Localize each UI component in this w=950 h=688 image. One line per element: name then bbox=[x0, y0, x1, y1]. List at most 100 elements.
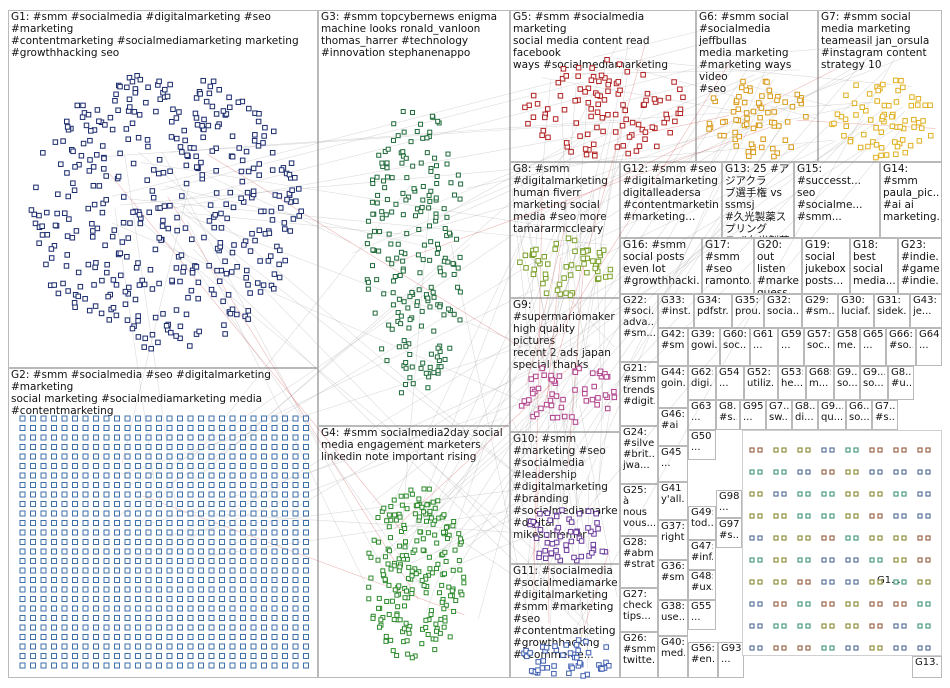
cluster-g64[interactable]: G64 ... bbox=[916, 328, 942, 366]
cluster-g58[interactable]: G58: me... bbox=[834, 328, 860, 366]
cluster-g59[interactable]: G59 ... bbox=[778, 328, 804, 366]
cluster-g32[interactable]: G32: socia... bbox=[764, 294, 802, 328]
cluster-g14[interactable]: G14: #smm paula_pic... #ai ai marketing.… bbox=[880, 162, 942, 238]
cluster-label: G37: right... bbox=[661, 521, 685, 543]
cluster-g34[interactable]: G34: pdfstr... bbox=[694, 294, 732, 328]
cluster-g8[interactable]: G8: #smm #digitalmarketing human fiverr … bbox=[510, 162, 620, 298]
cluster-g5[interactable]: G5: #smm #socialmedia marketing social m… bbox=[510, 10, 696, 162]
cluster-g9c[interactable]: G9... so... bbox=[860, 366, 888, 400]
cluster-g9[interactable]: G9: #supermariomaker high quality pictur… bbox=[510, 298, 620, 432]
cluster-label: G8... #u... bbox=[891, 367, 911, 389]
cluster-g55[interactable]: G55 ... bbox=[688, 600, 716, 630]
cluster-label: G1... bbox=[877, 575, 901, 586]
cluster-g41[interactable]: G41 y'all... bbox=[658, 482, 688, 520]
cluster-g28[interactable]: G28: #abm #strat... bbox=[620, 536, 658, 588]
cluster-g9b[interactable]: G9... so... bbox=[834, 366, 860, 400]
cluster-g52[interactable]: G52: utiliz... bbox=[744, 366, 778, 400]
cluster-g2[interactable]: G2: #smm #socialmedia #seo #digitalmarke… bbox=[8, 368, 318, 678]
cluster-g63[interactable]: G63 ... bbox=[688, 400, 716, 430]
cluster-label: G47: #inf... bbox=[691, 541, 713, 563]
cluster-label: G49: tod... bbox=[691, 507, 713, 529]
cluster-g8c[interactable]: G8... #s... bbox=[716, 400, 740, 430]
cluster-g7b[interactable]: G7... sw... bbox=[766, 400, 792, 430]
cluster-g36[interactable]: G36: #sm... bbox=[658, 560, 688, 600]
cluster-g7c[interactable]: G7... #s... bbox=[872, 400, 898, 430]
cluster-g10[interactable]: G10: #smm #marketing #seo #socialmedia #… bbox=[510, 432, 620, 564]
cluster-label: G62: digi... bbox=[691, 367, 713, 389]
cluster-g4[interactable]: G4: #smm socialmedia2day social media en… bbox=[318, 426, 510, 678]
cluster-g21[interactable]: G21: #smm trends #digit... bbox=[620, 362, 658, 426]
cluster-g56[interactable]: G56: #en... bbox=[688, 642, 718, 678]
cluster-g45[interactable]: G45 ... bbox=[658, 446, 688, 482]
cluster-label: G15: #successt... seo #socialme... #smm.… bbox=[797, 163, 863, 223]
cluster-g97[interactable]: G97 #s... bbox=[716, 518, 742, 548]
cluster-label: G38: use... bbox=[661, 601, 685, 623]
cluster-g50[interactable]: G50 ... bbox=[688, 430, 716, 460]
cluster-g29[interactable]: G29: #sm... bbox=[802, 294, 838, 328]
cluster-g61[interactable]: G61 ... bbox=[750, 328, 778, 366]
cluster-g12[interactable]: G12: #smm #seo #digitalmarketing digital… bbox=[620, 162, 722, 238]
cluster-g65[interactable]: G65 ... bbox=[860, 328, 886, 366]
cluster-g22[interactable]: G22: #soci... adva... #sm... bbox=[620, 294, 658, 362]
cluster-g20[interactable]: G20: out listen #marke... guess... bbox=[754, 238, 802, 294]
cluster-g30[interactable]: G30: luciaf... bbox=[838, 294, 874, 328]
cluster-g43[interactable]: G43: je... bbox=[910, 294, 942, 328]
cluster-label: G17: #smm #seo ramonto... bbox=[705, 239, 751, 287]
cluster-g95[interactable]: G95 ... bbox=[740, 400, 766, 430]
cluster-g66[interactable]: G66: #so... bbox=[886, 328, 916, 366]
cluster-g1[interactable]: G1: #smm #socialmedia #digitalmarketing … bbox=[8, 10, 318, 368]
cluster-g13[interactable]: G13: 25 #アジアクラ ブ選手権 vs ssmsj #久光製薬スプリング … bbox=[722, 162, 794, 238]
cluster-g39[interactable]: G39: gowi... bbox=[688, 328, 720, 366]
cluster-g68[interactable]: G68: m... bbox=[806, 366, 834, 400]
cluster-g98[interactable]: G98 ... bbox=[716, 490, 742, 518]
cluster-g18[interactable]: G18: best social media... bbox=[850, 238, 898, 294]
cluster-label: G35: prou... bbox=[735, 295, 761, 317]
cluster-g23[interactable]: G23: #indie... #game... #indie... bbox=[898, 238, 942, 294]
cluster-g8b[interactable]: G8... #u... bbox=[888, 366, 914, 400]
cluster-g44[interactable]: G44: goin... bbox=[658, 366, 688, 408]
cluster-label: G24: #silver #brit... jwa... bbox=[623, 427, 655, 471]
cluster-g93[interactable]: G93 ... bbox=[718, 642, 744, 678]
cluster-label: G10: #smm #marketing #seo #socialmedia #… bbox=[513, 433, 617, 541]
cluster-g35[interactable]: G35: prou... bbox=[732, 294, 764, 328]
cluster-g49[interactable]: G49: tod... bbox=[688, 506, 716, 540]
cluster-label: G29: #sm... bbox=[805, 295, 835, 317]
cluster-g13x[interactable]: G13... bbox=[912, 656, 942, 678]
cluster-g40[interactable]: G40: med... bbox=[658, 636, 688, 678]
cluster-label: G7... sw... bbox=[769, 401, 789, 423]
cluster-g53[interactable]: G53: he... bbox=[778, 366, 806, 400]
cluster-g26[interactable]: G26: #smm twitte... bbox=[620, 632, 658, 678]
cluster-g6[interactable]: G6: #smm social #socialmedia jeffbullas … bbox=[696, 10, 818, 162]
cluster-g48[interactable]: G48: #ux... bbox=[688, 570, 716, 600]
cluster-g25[interactable]: G25: à nous vous... bbox=[620, 484, 658, 536]
cluster-label: G68: m... bbox=[809, 367, 831, 389]
cluster-g17[interactable]: G17: #smm #seo ramonto... bbox=[702, 238, 754, 294]
cluster-g11[interactable]: G11: #socialmedia #socialmediamarke... #… bbox=[510, 564, 620, 678]
cluster-g46[interactable]: G46: #ai bbox=[658, 408, 688, 446]
cluster-label: G14: #smm paula_pic... #ai ai marketing.… bbox=[883, 163, 939, 223]
cluster-g8d[interactable]: G8... di... bbox=[792, 400, 818, 430]
cluster-g60[interactable]: G60: soc... bbox=[720, 328, 750, 366]
cluster-g42[interactable]: G42: #sm... bbox=[658, 328, 688, 366]
cluster-g38[interactable]: G38: use... bbox=[658, 600, 688, 636]
cluster-label: G60: soc... bbox=[723, 329, 747, 351]
cluster-g9d[interactable]: G9... qu... bbox=[818, 400, 846, 430]
cluster-g3[interactable]: G3: #smm topcybernews enigma machine loo… bbox=[318, 10, 510, 426]
cluster-g19[interactable]: G19: social jukebox posts... bbox=[802, 238, 850, 294]
cluster-g27[interactable]: G27: check tips... bbox=[620, 588, 658, 632]
cluster-label: G22: #soci... adva... #sm... bbox=[623, 295, 655, 339]
cluster-label: G54 ... bbox=[719, 367, 740, 389]
cluster-g16[interactable]: G16: #smm social posts even lot #growthh… bbox=[620, 238, 702, 294]
cluster-g24[interactable]: G24: #silver #brit... jwa... bbox=[620, 426, 658, 484]
cluster-label: G40: med... bbox=[661, 637, 685, 659]
cluster-g33[interactable]: G33: #inst... bbox=[658, 294, 694, 328]
cluster-g37[interactable]: G37: right... bbox=[658, 520, 688, 560]
cluster-g57[interactable]: G57: soc... bbox=[804, 328, 834, 366]
cluster-g7[interactable]: G7: #smm social media marketing teameasi… bbox=[818, 10, 942, 162]
cluster-g47[interactable]: G47: #inf... bbox=[688, 540, 716, 570]
cluster-g31[interactable]: G31: sidek... bbox=[874, 294, 910, 328]
cluster-g6b[interactable]: G6... so... bbox=[846, 400, 872, 430]
cluster-g15[interactable]: G15: #successt... seo #socialme... #smm.… bbox=[794, 162, 880, 238]
cluster-g62[interactable]: G62: digi... bbox=[688, 366, 716, 400]
cluster-g54[interactable]: G54 ... bbox=[716, 366, 744, 400]
